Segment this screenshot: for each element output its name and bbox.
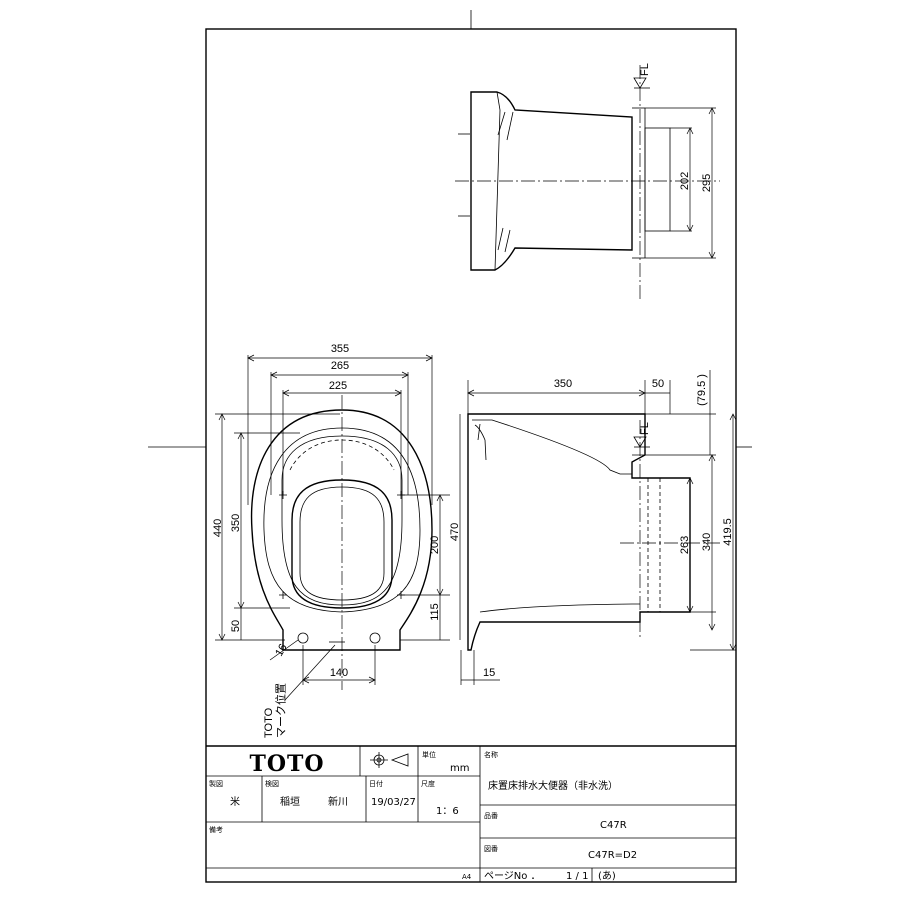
dim-263: 263 [679, 536, 691, 554]
scale-label: 尺度 [421, 779, 435, 788]
dim-470: 470 [449, 523, 461, 541]
projection-symbol-icon [370, 752, 409, 768]
dim-265: 265 [331, 360, 349, 372]
title-block: TOTO 単位 mm 名称 床置床排水大便器（非水洗） 製図 米 検図 稲垣 新… [206, 745, 736, 882]
rear-view-body [470, 91, 633, 271]
fixing-hole-right [369, 632, 381, 644]
drawn-label: 製図 [209, 779, 223, 788]
dim-440: 440 [212, 519, 224, 537]
fl-triangle-icon-side [633, 436, 647, 448]
fixing-hole-left [297, 632, 309, 644]
date-label: 日付 [369, 779, 383, 788]
fl-label-rear: FL [639, 63, 651, 76]
dim-50-plan: 50 [230, 620, 242, 632]
dim-79-5: (79.5 ) [696, 374, 708, 406]
dim-202: 202 [679, 172, 691, 190]
paper-size: A4 [462, 873, 472, 881]
dim-140: 140 [330, 667, 348, 679]
product-name: 床置床排水大便器（非水洗） [488, 779, 618, 792]
rear-view: 202 295 FL [455, 63, 720, 300]
remarks-label: 備考 [209, 825, 223, 834]
dim-15: 15 [483, 667, 495, 679]
dim-50-side: 50 [652, 378, 664, 390]
bowl-opening [291, 479, 393, 609]
side-view: 350 50 (79.5 ) 263 340 419.5 15 FL [460, 370, 737, 685]
dim-295: 295 [701, 174, 713, 192]
dim-225: 225 [329, 380, 347, 392]
drawing-number-label: 図番 [484, 845, 498, 853]
unit-label: 単位 [422, 750, 436, 759]
drawing-number: C47R=D2 [588, 850, 637, 861]
name-label: 名称 [484, 750, 498, 759]
checked-b: 新川 [328, 795, 348, 808]
product-number-label: 品番 [484, 812, 498, 820]
mark-note: TOTOマーク位置 [263, 683, 288, 738]
checked-label: 検図 [265, 779, 279, 788]
drawn-value: 米 [230, 795, 240, 808]
scale-value: 1：6 [436, 806, 459, 817]
revision-mark: (あ) [598, 870, 616, 882]
dim-340: 340 [701, 533, 713, 551]
dim-350-side: 350 [554, 378, 572, 390]
checked-a: 稲垣 [280, 796, 300, 808]
plan-outline [250, 409, 433, 651]
page-value: 1 / 1 [566, 871, 588, 882]
dim-200: 200 [429, 536, 441, 554]
product-number: C47R [600, 820, 627, 831]
page-label: ページNo ． [484, 871, 541, 882]
dim-419-5: 419.5 [722, 518, 734, 546]
unit-value: mm [450, 763, 469, 774]
date-value: 19/03/27 [371, 797, 416, 808]
dim-350-plan: 350 [230, 514, 242, 532]
side-view-body [467, 413, 691, 651]
fl-triangle-icon [633, 77, 647, 89]
toto-logo: TOTO [249, 751, 324, 777]
dim-16: 16 [273, 642, 290, 659]
plan-view: 355 265 225 440 350 50 200 115 470 [212, 343, 461, 738]
fl-label-side: FL [639, 422, 651, 435]
dim-115: 115 [429, 603, 441, 621]
dim-355: 355 [331, 343, 349, 355]
